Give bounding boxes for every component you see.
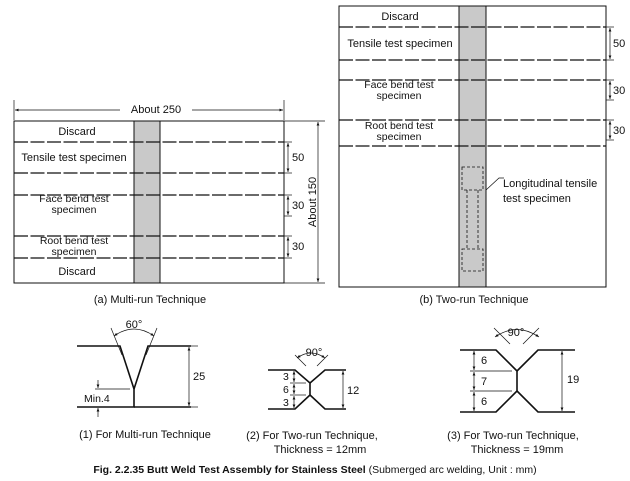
multi-run-plate: About 250 Discard Tensile test specimen … — [13, 100, 325, 284]
groove-3-angle: 90° — [508, 327, 525, 339]
groove-3-root-face: 7 — [481, 376, 487, 388]
dimension-tensile-b: 50 — [613, 38, 625, 50]
strip-label-tensile-b: Tensile test specimen — [347, 38, 452, 50]
strip-label-root-bend: Root bend test specimen — [39, 236, 109, 258]
width-dimension-label: About 250 — [131, 104, 181, 116]
groove-2-bottom-depth: 3 — [283, 397, 289, 409]
groove-3-bottom-depth: 6 — [481, 396, 487, 408]
height-dimension-label: About 150 — [307, 177, 319, 227]
longitudinal-label-line2: test specimen — [503, 193, 571, 205]
strip-label-discard-top-b: Discard — [381, 11, 418, 23]
caption-groove-2-line2: Thickness = 12mm — [274, 444, 367, 456]
groove-2-thickness: 12 — [347, 385, 359, 397]
strip-label-discard-top: Discard — [58, 126, 95, 138]
dimension-tensile: 50 — [292, 152, 304, 164]
longitudinal-label-line1: Longitudinal tensile — [503, 178, 597, 190]
groove-3-top-depth: 6 — [481, 355, 487, 367]
longitudinal-specimen-outline — [461, 166, 484, 272]
groove-2-root-face: 6 — [283, 384, 289, 396]
figure-caption: Fig. 2.2.35 Butt Weld Test Assembly for … — [93, 464, 536, 476]
caption-multi-run: (a) Multi-run Technique — [94, 294, 206, 306]
caption-groove-1: (1) For Multi-run Technique — [79, 429, 211, 441]
groove-2-angle: 90° — [306, 347, 323, 359]
groove-1-angle: 60° — [126, 319, 143, 331]
figure-note: (Submerged arc welding, Unit : mm) — [369, 464, 537, 476]
groove-3-thickness: 19 — [567, 374, 579, 386]
groove-double-v-19: 90° 6 7 6 19 — [460, 327, 579, 413]
groove-1-root-face: Min.4 — [84, 393, 110, 405]
caption-groove-2-line1: (2) For Two-run Technique, — [246, 430, 378, 442]
strip-label-tensile: Tensile test specimen — [21, 152, 126, 164]
strip-label-face-bend-b: Face bend test specimen — [364, 80, 434, 102]
strip-label-face-bend: Face bend test specimen — [39, 194, 109, 216]
dimension-root-bend: 30 — [292, 241, 304, 253]
dimension-face-bend-b: 30 — [613, 85, 625, 97]
strip-label-discard-bottom: Discard — [58, 266, 95, 278]
groove-1-depth: 25 — [193, 371, 205, 383]
strip-label-root-bend-b: Root bend test specimen — [364, 121, 434, 143]
caption-groove-3-line1: (3) For Two-run Technique, — [447, 430, 579, 442]
caption-groove-3-line2: Thickness = 19mm — [471, 444, 564, 456]
two-run-plate: Discard Tensile test specimen Face bend … — [338, 5, 625, 288]
groove-double-v-12: 90° 3 6 3 12 — [268, 347, 359, 410]
caption-two-run: (b) Two-run Technique — [419, 294, 528, 306]
figure-number: Fig. 2.2.35 — [93, 464, 144, 476]
figure-title: Butt Weld Test Assembly for Stainless St… — [147, 464, 366, 476]
dimension-face-bend: 30 — [292, 200, 304, 212]
groove-2-top-depth: 3 — [283, 371, 289, 383]
groove-single-v: 60° 25 Min.4 — [77, 319, 205, 417]
dimension-root-bend-b: 30 — [613, 125, 625, 137]
